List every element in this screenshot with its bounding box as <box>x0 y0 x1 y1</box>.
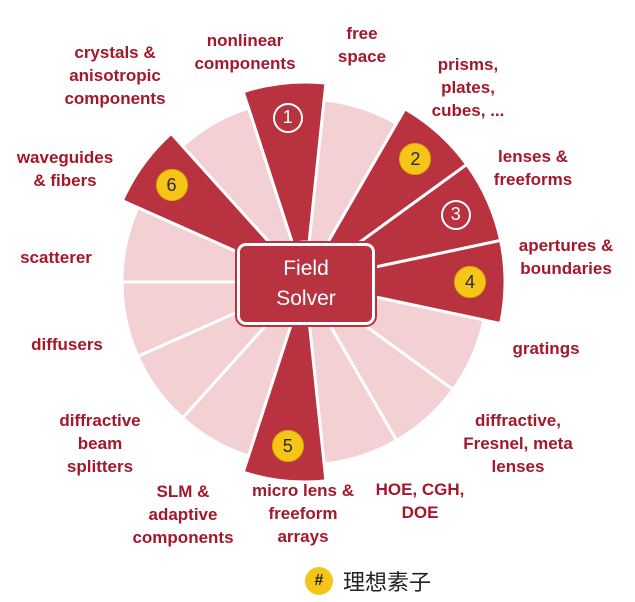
segment-label-1: free space <box>337 24 387 66</box>
badge-4: 4 <box>454 266 486 298</box>
segment-label-6: diffractive, Fresnel, meta lenses <box>463 411 573 476</box>
legend: # 理想素子 <box>305 565 431 597</box>
field-solver-box: Field Solver <box>237 243 375 325</box>
segment-label-10: diffractive beam splitters <box>59 411 141 476</box>
segment-label-9: SLM & adaptive components <box>132 482 234 547</box>
badge-5: 5 <box>271 430 304 463</box>
segment-label-2: prisms, plates, cubes, ... <box>431 55 505 120</box>
badge-3: 3 <box>440 199 471 230</box>
segment-label-14: crystals & anisotropic components <box>64 43 166 108</box>
segment-label-4: apertures & boundaries <box>518 236 614 278</box>
badge-2: 2 <box>399 143 432 176</box>
segment-1 <box>241 80 328 246</box>
segment-label-3: lenses & freeforms <box>493 147 573 189</box>
segment-label-8: micro lens & freeform arrays <box>251 481 355 546</box>
badge-6: 6 <box>155 169 188 201</box>
legend-badge: # <box>305 567 333 595</box>
badge-1: 1 <box>272 102 303 133</box>
legend-text: 理想素子 <box>343 571 432 596</box>
segment-label-7: HOE, CGH, DOE <box>375 480 465 522</box>
segment-label-11: diffusers <box>31 335 103 354</box>
segment-label-12: scatterer <box>20 248 92 267</box>
segment-label-5: gratings <box>512 339 580 358</box>
segment-label-15: nonlinear components <box>194 31 296 73</box>
segment-label-13: waveguides & fibers <box>16 148 114 190</box>
